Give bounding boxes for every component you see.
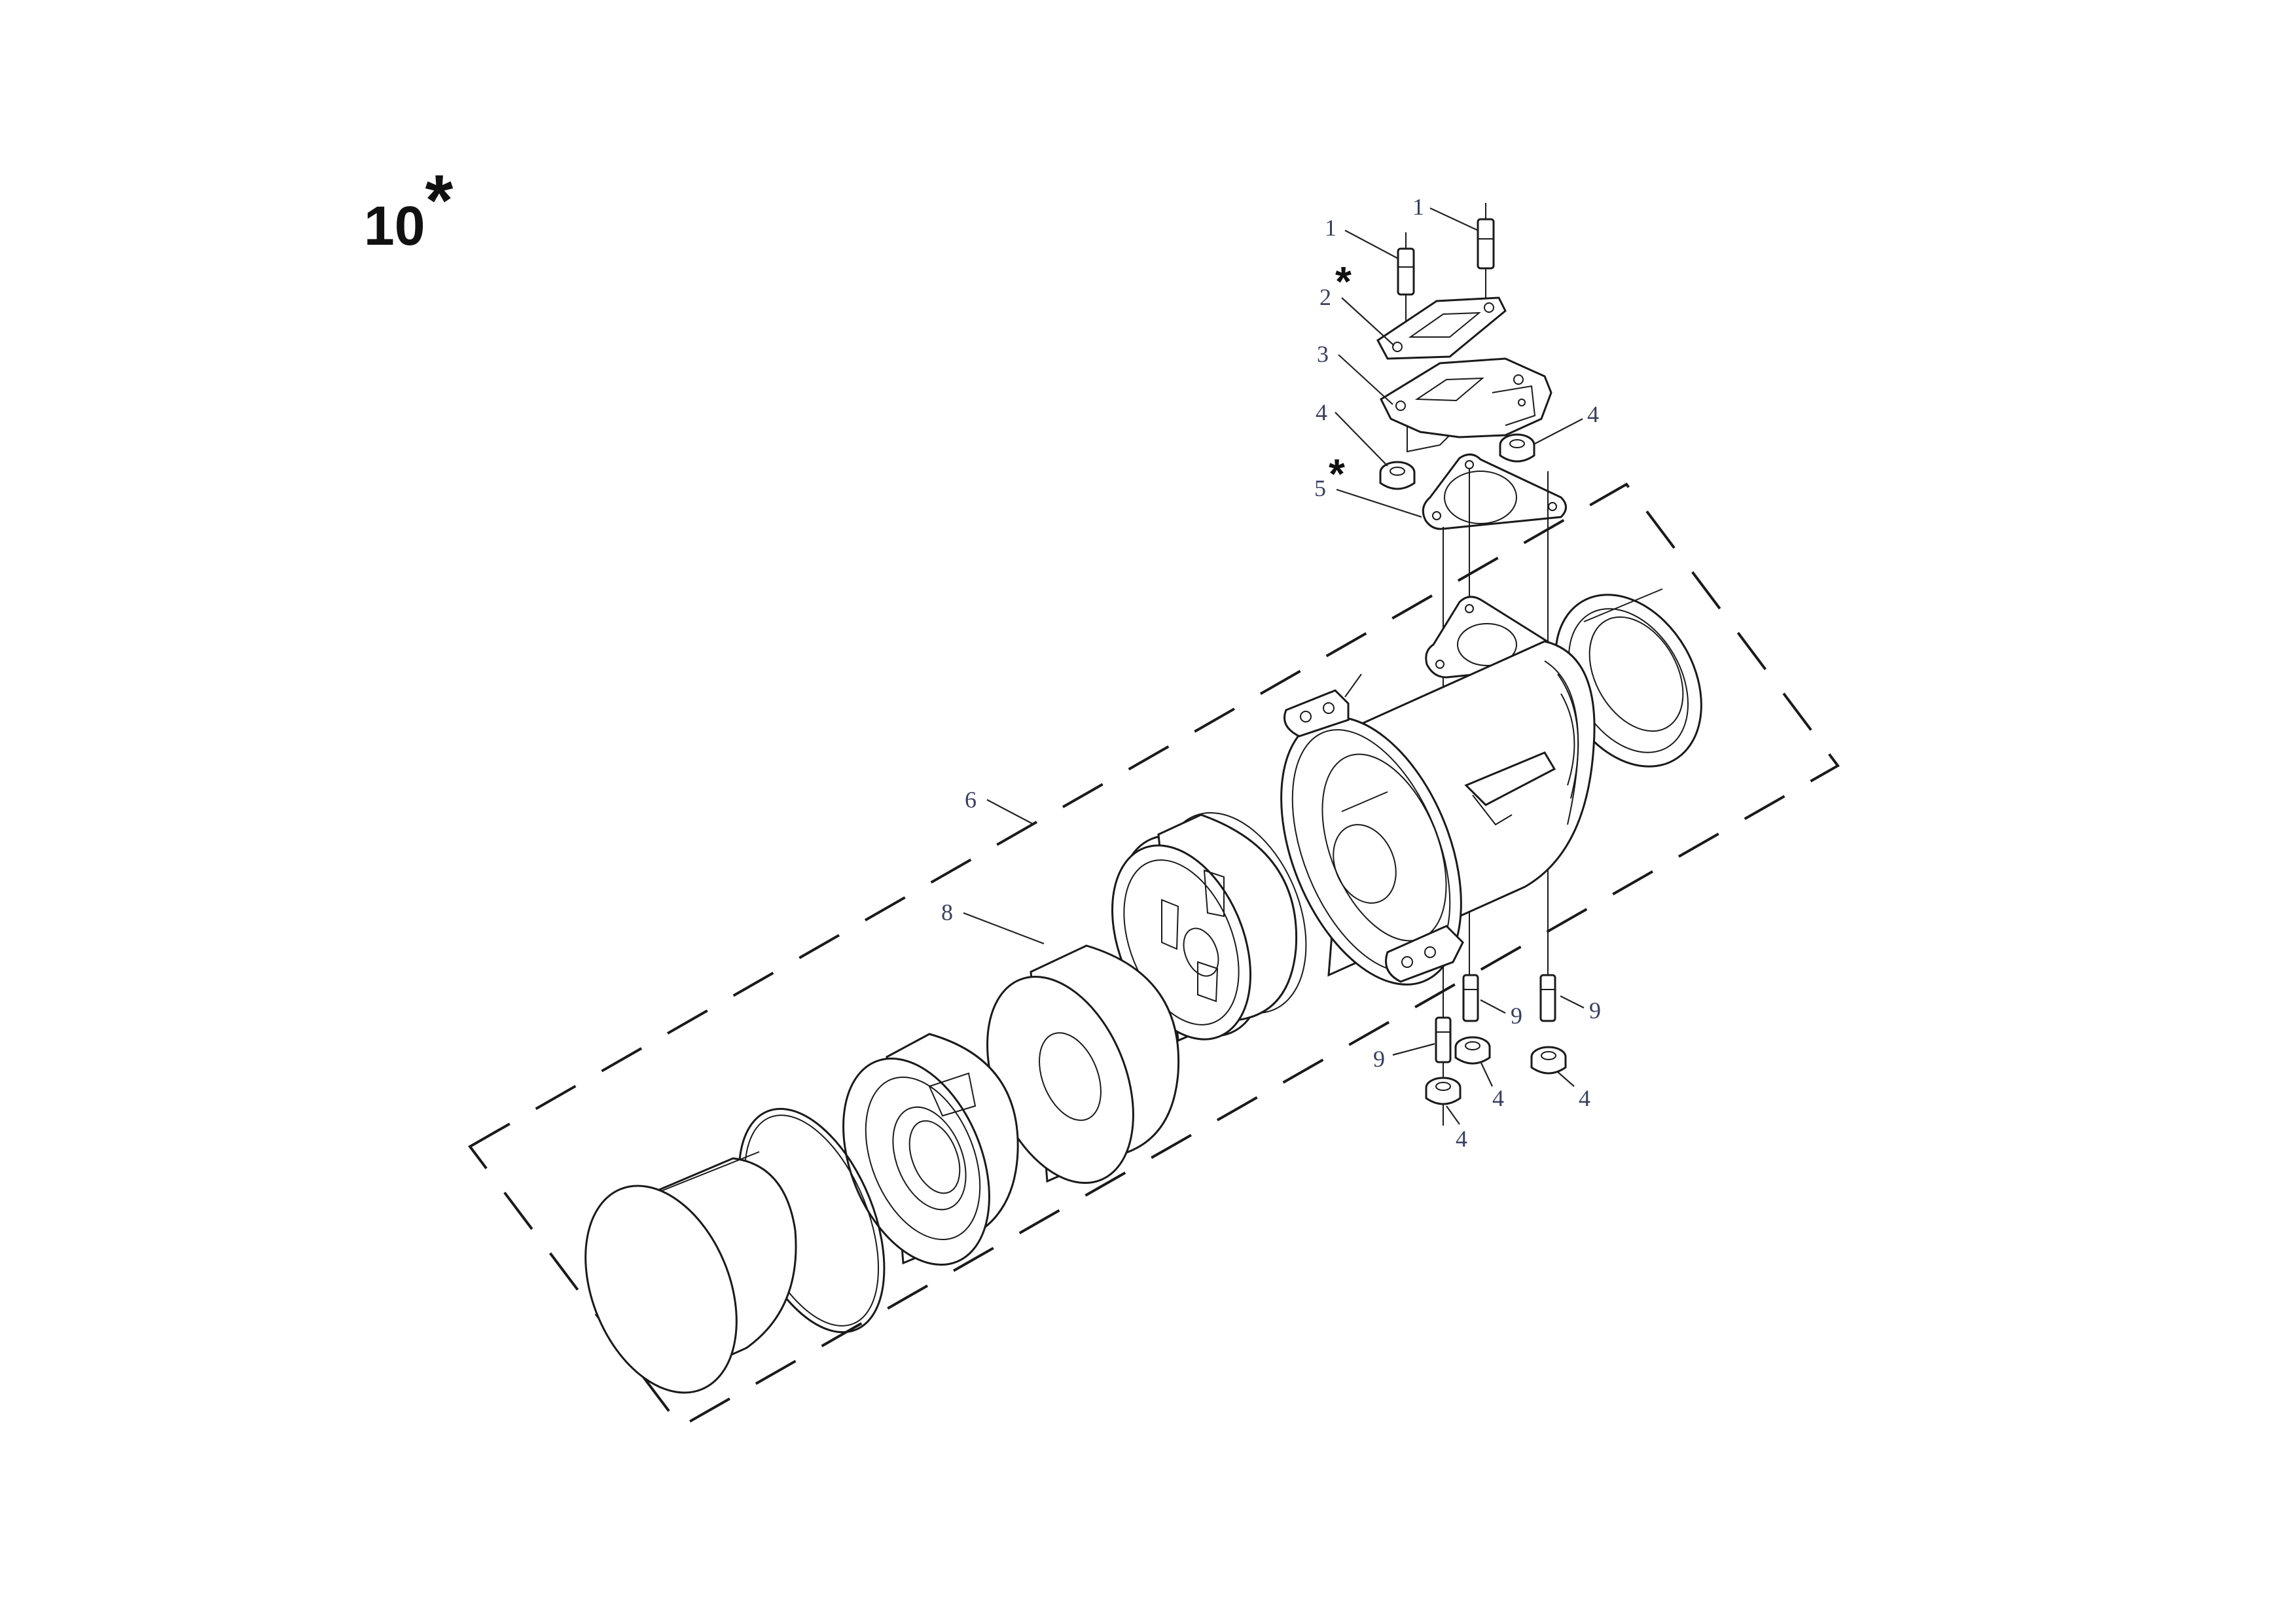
stud-bolt-9-right bbox=[1539, 974, 1556, 1022]
callout-4-top-left: 4 bbox=[1316, 399, 1327, 425]
secondary-filter-cage bbox=[1111, 812, 1307, 1043]
callout-9-center: 9 bbox=[1511, 1003, 1522, 1029]
callout-9-right: 9 bbox=[1589, 997, 1601, 1024]
front-cover bbox=[584, 1151, 797, 1394]
callout-1-right: 1 bbox=[1412, 194, 1424, 220]
flange-nut-4-lower-center bbox=[1454, 1036, 1491, 1065]
flange-nut-4-lower-right bbox=[1530, 1046, 1567, 1075]
baffle-end-cap bbox=[842, 1033, 1019, 1266]
callout-3: 3 bbox=[1317, 341, 1329, 367]
callout-5: 5 bbox=[1314, 475, 1326, 501]
primary-filter-element-8 bbox=[986, 944, 1180, 1185]
flange-nut-4-lower-left bbox=[1425, 1077, 1462, 1105]
callout-leader-lines bbox=[963, 207, 1585, 1125]
upper-gasket-2 bbox=[1376, 296, 1507, 360]
stud-bolt-1-right bbox=[1477, 203, 1495, 317]
flange-nut-4-left bbox=[1379, 461, 1416, 490]
callout-1-left: 1 bbox=[1325, 215, 1336, 241]
callout-9-left: 9 bbox=[1373, 1046, 1385, 1072]
callout-4-lower-left: 4 bbox=[1456, 1126, 1467, 1152]
callout-2: 2 bbox=[1319, 284, 1331, 310]
callout-4-top-right: 4 bbox=[1587, 401, 1599, 427]
outlet-flange-3 bbox=[1380, 357, 1552, 453]
flange-nut-4-right bbox=[1499, 433, 1535, 463]
callout-5-mark: * bbox=[1329, 450, 1345, 497]
page-number: 10* bbox=[364, 165, 453, 257]
callout-8: 8 bbox=[941, 899, 953, 925]
triangular-gasket-5 bbox=[1422, 454, 1567, 530]
stud-bolt-9-center bbox=[1462, 974, 1479, 1022]
callout-4-lower-right: 4 bbox=[1579, 1085, 1590, 1111]
stud-bolt-9-left bbox=[1435, 1016, 1452, 1063]
air-cleaner-housing bbox=[1280, 588, 1702, 986]
page-number-mark: * bbox=[425, 160, 454, 241]
page-number-value: 10 bbox=[364, 195, 425, 257]
callout-2-mark: * bbox=[1335, 258, 1352, 305]
callout-6: 6 bbox=[965, 787, 977, 813]
callout-4-lower-center: 4 bbox=[1492, 1085, 1504, 1111]
